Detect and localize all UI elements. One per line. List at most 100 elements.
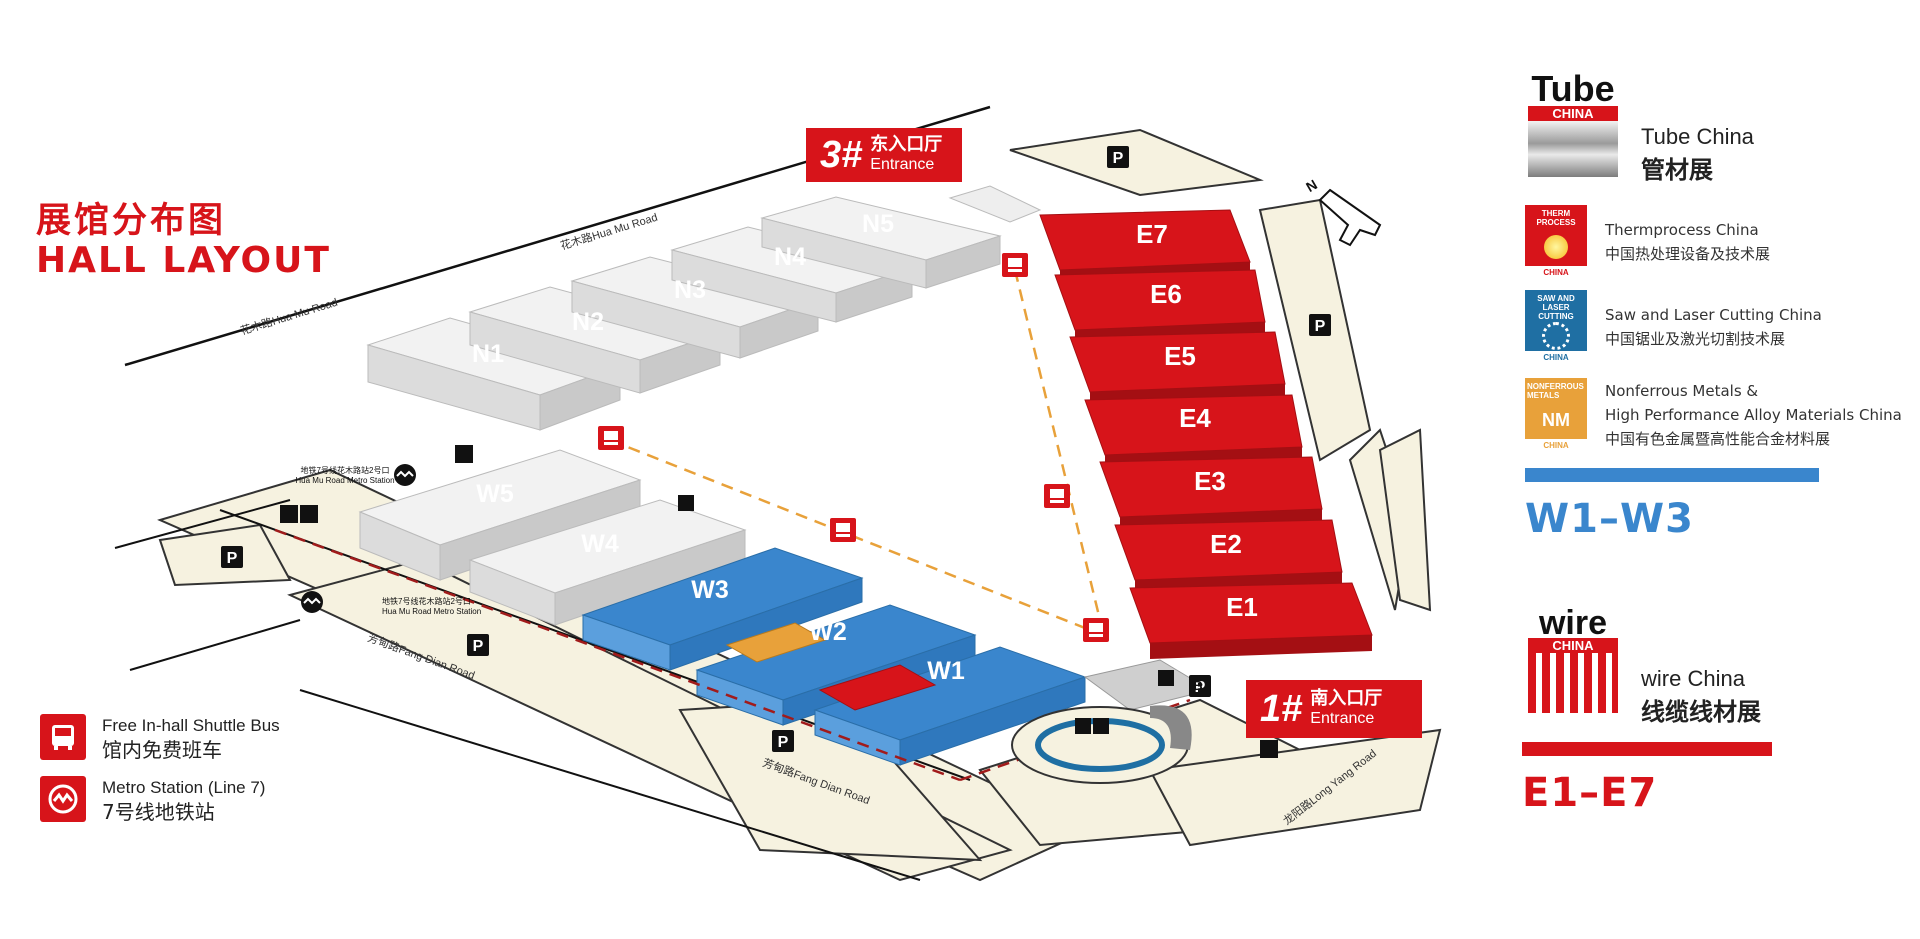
east-entrance-hall-roof	[948, 185, 1042, 223]
north-label: N	[1303, 176, 1320, 195]
metro-exit1-en: Hua Mu Road Metro Station	[382, 607, 481, 616]
shuttle-stop-icon	[1083, 618, 1109, 642]
nf-en2: High Performance Alloy Materials China	[1605, 406, 1902, 424]
north-halls	[366, 185, 1042, 431]
east-range-bar	[1522, 742, 1772, 756]
tube-logo-pipe-icon	[1528, 121, 1618, 177]
tube-en: Tube China	[1641, 123, 1754, 149]
legend-metro-en: Metro Station (Line 7)	[102, 778, 266, 797]
metro-station-icon	[301, 591, 323, 613]
entrance-1-callout: 1# 南入口厅 Entrance	[1246, 680, 1422, 738]
therm-en: Thermprocess China	[1605, 221, 1759, 239]
tube-logo-word: Tube	[1531, 68, 1615, 109]
shuttle-route-east	[1013, 269, 1102, 621]
road-label-huamu-left: 花木路Hua Mu Road	[239, 296, 339, 338]
parking-label: P	[1113, 150, 1124, 167]
hall-w3	[581, 547, 864, 671]
hall-label-e2: E2	[1210, 529, 1242, 559]
bus-icon	[678, 495, 694, 511]
entrance-3-callout: 3# 东入口厅 Entrance	[806, 128, 962, 182]
nonferrous-zone	[725, 622, 827, 663]
saw-en: Saw and Laser Cutting China	[1605, 306, 1822, 324]
nf-en1: Nonferrous Metals &	[1605, 382, 1759, 400]
bus-icon	[1075, 718, 1091, 734]
hall-label-n3: N3	[674, 276, 706, 304]
road-line-sw	[129, 619, 301, 671]
tube-cn: 管材展	[1641, 155, 1713, 184]
hall-label-n1: N1	[472, 340, 504, 368]
therm-l1: THERM	[1541, 209, 1571, 218]
east-range-label: E1–E7	[1522, 770, 1658, 816]
parking-label: P	[473, 638, 484, 655]
parking-label: P	[227, 550, 238, 567]
shuttle-stops	[598, 253, 1109, 642]
legend-shuttle: Free In-hall Shuttle Bus 馆内免费班车	[40, 714, 280, 762]
hall-label-n5: N5	[862, 210, 894, 238]
shuttle-stop-icon	[598, 426, 624, 450]
wire-logo-word: wire	[1538, 603, 1608, 642]
hall-label-n4: N4	[774, 243, 806, 271]
therm-l2: PROCESS	[1536, 218, 1576, 227]
nf-l1: NONFERROUS	[1527, 382, 1584, 391]
page-title-en: HALL LAYOUT	[36, 240, 331, 281]
b-label: B	[1193, 678, 1202, 693]
taxi-icon	[1158, 670, 1174, 686]
entrance-3-en: Entrance	[870, 156, 935, 173]
hall-label-n2: N2	[572, 308, 604, 336]
west-gray-halls	[358, 449, 747, 626]
saw-cn: 中国锯业及激光切割技术展	[1605, 330, 1786, 348]
car-icon	[300, 505, 318, 523]
vehicle-badges	[280, 445, 1278, 758]
hall-n2	[468, 286, 722, 394]
therm-china: CHINA	[1525, 266, 1587, 279]
parking-label: P	[1315, 318, 1326, 335]
shuttle-stop-icon	[1044, 484, 1070, 508]
wire-logo-coil-icon	[1528, 652, 1618, 713]
metro-station-icon	[394, 464, 416, 486]
roundabout	[1011, 705, 1192, 784]
entrance-1-cn: 南入口厅	[1310, 688, 1383, 709]
bus-icon	[1260, 740, 1278, 758]
tube-china-logo: Tube CHINA	[1525, 68, 1621, 190]
west-blue-halls	[581, 547, 1212, 766]
metro-exit2-en: Hua Mu Road Metro Station	[295, 476, 394, 485]
hall-label-w5: W5	[476, 480, 514, 508]
car-icon	[1093, 718, 1109, 734]
metro-icon	[40, 776, 86, 822]
wire-logo-china: CHINA	[1528, 637, 1618, 653]
road-line-south	[299, 689, 921, 881]
hall-label-e4: E4	[1179, 403, 1211, 433]
entrance-3-number: 3#	[820, 133, 863, 176]
page-title-cn: 展馆分布图	[36, 201, 227, 241]
shuttle-bus-icon	[40, 714, 86, 760]
parking-label: P	[778, 734, 789, 751]
hall-label-w2: W2	[809, 618, 847, 646]
west-range-bar	[1525, 468, 1819, 482]
hall-n5	[760, 196, 1002, 289]
taxi-icon	[455, 445, 473, 463]
saw-l2: LASER CUTTING	[1538, 303, 1574, 321]
shuttle-route-north	[609, 438, 1091, 632]
ground-ne-top	[1009, 128, 1264, 197]
metro-exit1-cn: 地铁7号线花木路站2号口	[382, 596, 471, 606]
entrance-1-en: Entrance	[1310, 710, 1375, 727]
saw-blade-icon	[1542, 322, 1570, 350]
hall-label-e3: E3	[1194, 466, 1226, 496]
legend-metro: Metro Station (Line 7) 7号线地铁站	[40, 776, 265, 824]
parking-label: P	[1195, 679, 1206, 696]
hall-e1	[1129, 582, 1373, 659]
metro-icons	[301, 464, 416, 613]
tube-logo-china: CHINA	[1528, 106, 1618, 121]
entrance-3-cn: 东入口厅	[870, 134, 943, 155]
hall-label-e7: E7	[1136, 219, 1168, 249]
hall-label-e5: E5	[1164, 341, 1196, 371]
ramp	[1150, 705, 1192, 750]
hall-w4	[468, 499, 747, 626]
therm-cn: 中国热处理设备及技术展	[1605, 245, 1771, 263]
